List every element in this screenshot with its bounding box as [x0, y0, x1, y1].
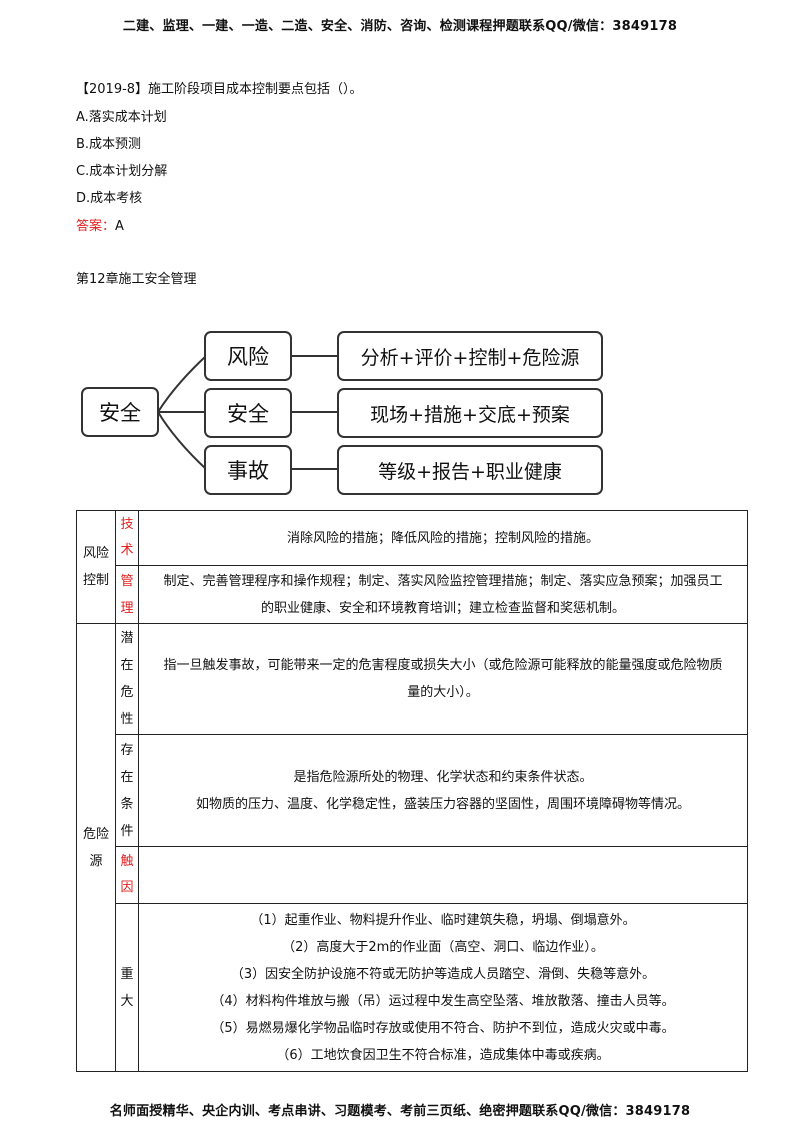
condition-char4: 件: [120, 823, 134, 839]
potential-text-line2: 量的大小）。: [407, 685, 479, 700]
diagram-detail-risk: 分析+评价+控制+危险源: [337, 331, 603, 381]
potential-text-line1: 指一旦触发事故，可能带来一定的危害程度或损失大小（或危险源可能释放的能量强度或危…: [163, 658, 723, 673]
condition-text: 是指危险源所处的物理、化学状态和约束条件状态。 如物质的压力、温度、化学稳定性，…: [138, 734, 748, 847]
mgmt-text: 制定、完善管理程序和操作规程；制定、落实风险监控管理措施；制定、落实应急预案；加…: [138, 565, 748, 624]
tech-text: 消除风险的措施；降低风险的措施；控制风险的措施。: [138, 510, 748, 566]
content-table: 风险 控制 技 术 消除风险的措施；降低风险的措施；控制风险的措施。 管 理 制…: [76, 510, 748, 1072]
diagram-detail-accident: 等级+报告+职业健康: [337, 445, 603, 495]
condition-char3: 条: [120, 796, 134, 812]
diagram-root: 安全: [81, 387, 159, 437]
answer-label: 答案：: [76, 219, 116, 234]
mgmt-text-line1: 制定、完善管理程序和操作规程；制定、落实风险监控管理措施；制定、落实应急预案；加…: [163, 574, 723, 589]
option-d: D.成本考核: [76, 191, 143, 206]
trigger-char1: 触: [120, 854, 134, 869]
hazard-label-line1: 危险: [82, 826, 109, 842]
diagram-branch-accident: 事故: [204, 445, 292, 495]
potential-text: 指一旦触发事故，可能带来一定的危害程度或损失大小（或危险源可能释放的能量强度或危…: [138, 623, 748, 735]
potential-char2: 在: [120, 658, 134, 673]
major-text: （1）起重作业、物料提升作业、临时建筑失稳，坍塌、倒塌意外。 （2）高度大于2m…: [138, 903, 748, 1072]
potential-char4: 性: [120, 712, 134, 727]
mgmt-text-line2: 的职业健康、安全和环境教育培训；建立检查监督和奖惩机制。: [260, 601, 625, 616]
major-item-1: （1）起重作业、物料提升作业、临时建筑失稳，坍塌、倒塌意外。: [250, 912, 636, 928]
mgmt-label-char1: 管: [120, 573, 134, 589]
condition-char1: 存: [120, 742, 134, 758]
risk-control-label-line1: 风险: [82, 546, 109, 561]
answer-line: 答案：A: [76, 219, 124, 235]
trigger-label: 触 因: [115, 846, 139, 904]
risk-control-label: 风险 控制: [76, 510, 116, 624]
tech-label-char1: 技: [120, 517, 134, 532]
condition-text-line1: 是指危险源所处的物理、化学状态和约束条件状态。: [293, 769, 593, 785]
question-stem: 【2019-8】施工阶段项目成本控制要点包括（）。: [76, 82, 363, 97]
chapter-title: 第12章施工安全管理: [76, 272, 197, 287]
page-footer: 名师面授精华、央企内训、考点串讲、习题模考、考前三页纸、绝密押题联系QQ/微信：…: [109, 1104, 691, 1119]
condition-char2: 在: [120, 769, 134, 785]
major-char1: 重: [120, 966, 134, 982]
diagram-detail-safety: 现场+措施+交底+预案: [337, 388, 603, 438]
major-item-2: （2）高度大于2m的作业面（高空、洞口、临边作业）。: [282, 939, 604, 955]
condition-text-line2: 如物质的压力、温度、化学稳定性，盛装压力容器的坚固性，周围环境障碍物等情况。: [195, 796, 690, 812]
diagram-branch-risk: 风险: [204, 331, 292, 381]
major-item-3: （3）因安全防护设施不符或无防护等造成人员踏空、滑倒、失稳等意外。: [230, 966, 656, 982]
major-item-4: （4）材料构件堆放与搬（吊）运过程中发生高空坠落、堆放散落、撞击人员等。: [211, 993, 675, 1009]
diagram-branch-safety: 安全: [204, 388, 292, 438]
page-header: 二建、监理、一建、一造、二造、安全、消防、咨询、检测课程押题联系QQ/微信：38…: [122, 19, 678, 34]
hazard-label-line2: 源: [89, 853, 103, 869]
tech-label-char2: 术: [120, 543, 134, 558]
mgmt-label-char2: 理: [120, 600, 134, 616]
condition-label: 存 在 条 件: [115, 734, 139, 847]
option-b: B.成本预测: [76, 137, 142, 152]
hazard-label: 危险 源: [76, 623, 116, 1072]
major-label: 重 大: [115, 903, 139, 1072]
diagram-connectors: [157, 355, 338, 470]
potential-char1: 潜: [120, 631, 134, 646]
major-char2: 大: [120, 993, 134, 1009]
major-item-6: （6）工地饮食因卫生不符合标准，造成集体中毒或疾病。: [276, 1047, 610, 1063]
potential-label: 潜 在 危 性: [115, 623, 139, 735]
trigger-char2: 因: [120, 880, 134, 895]
trigger-text-empty: [138, 846, 748, 904]
risk-control-label-line2: 控制: [82, 573, 109, 588]
major-item-5: （5）易燃易爆化学物品临时存放或使用不符合、防护不到位，造成火灾或中毒。: [211, 1020, 675, 1036]
potential-char3: 危: [120, 685, 134, 700]
option-a: A.落实成本计划: [76, 110, 167, 125]
answer-value: A: [115, 219, 124, 234]
mgmt-label: 管 理: [115, 565, 139, 624]
tech-label: 技 术: [115, 510, 139, 566]
option-c: C.成本计划分解: [76, 164, 168, 179]
